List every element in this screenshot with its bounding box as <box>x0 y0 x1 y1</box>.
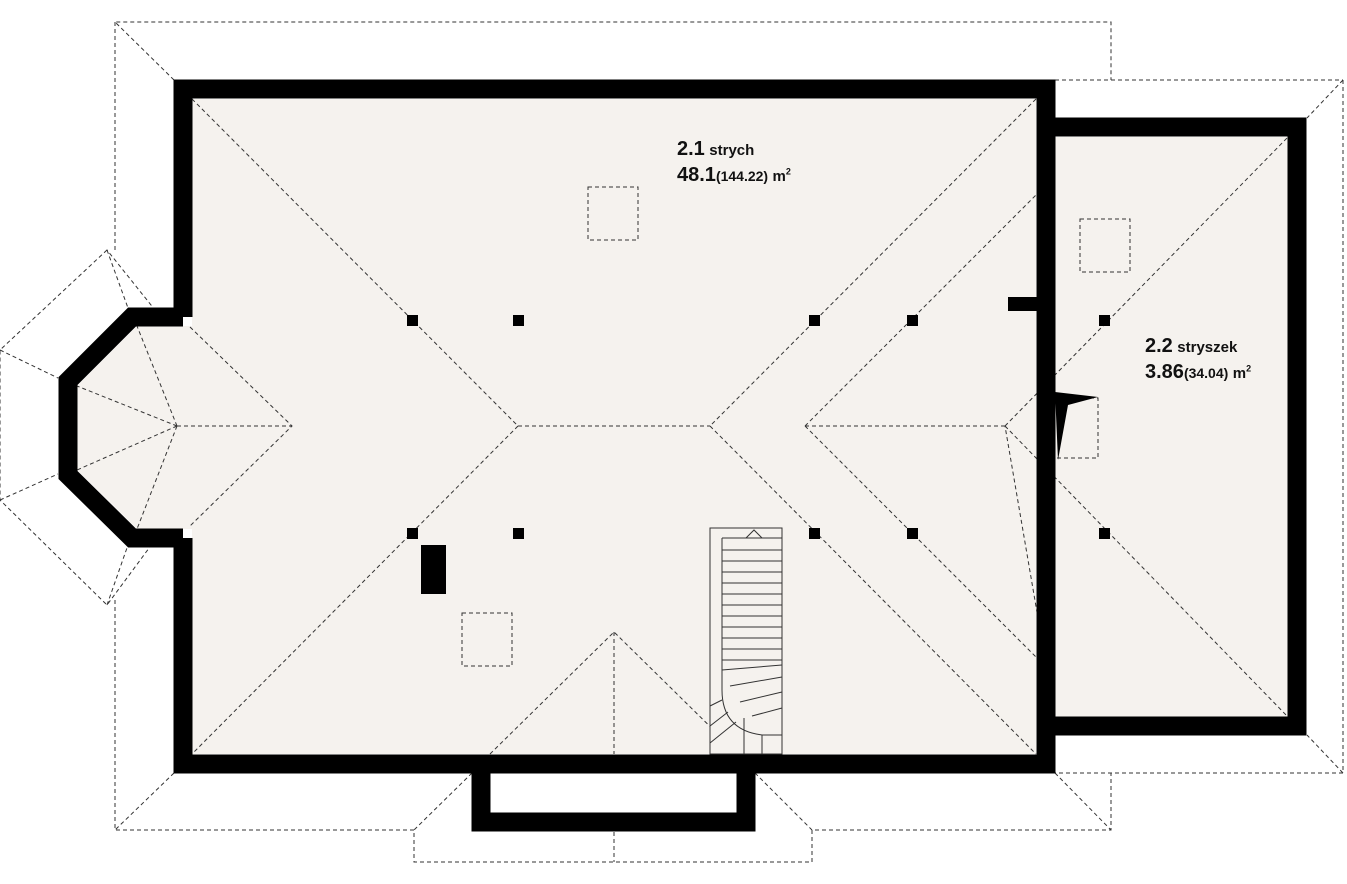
room-label-attic: 2.1 strych 48.1(144.22) m2 <box>677 139 791 185</box>
roof-posts <box>407 315 1110 539</box>
room-label-small-attic: 2.2 stryszek 3.86(34.04) m2 <box>1145 336 1251 382</box>
room-area-unit: m <box>772 168 786 185</box>
room-number: 2.2 <box>1145 335 1173 357</box>
room-area-full: (144.22) <box>715 168 769 184</box>
room-area: 3.86 <box>1145 361 1184 383</box>
roof-ridges <box>76 98 1289 755</box>
wall-stub <box>1008 297 1038 311</box>
room-name: strych <box>709 142 755 159</box>
room-area-unit-sup: 2 <box>1246 363 1252 374</box>
chimney <box>421 545 446 594</box>
room-number: 2.1 <box>677 138 705 160</box>
floor-fill <box>77 99 1288 754</box>
walls <box>58 79 1307 832</box>
room-area-unit-sup: 2 <box>785 166 791 177</box>
room-area-full: (34.04) <box>1183 365 1229 381</box>
room-area-unit: m <box>1232 365 1247 382</box>
staircase <box>709 527 783 755</box>
wall-slant <box>1055 392 1098 460</box>
room-area: 48.1 <box>677 164 716 186</box>
room-name: stryszek <box>1177 339 1238 356</box>
